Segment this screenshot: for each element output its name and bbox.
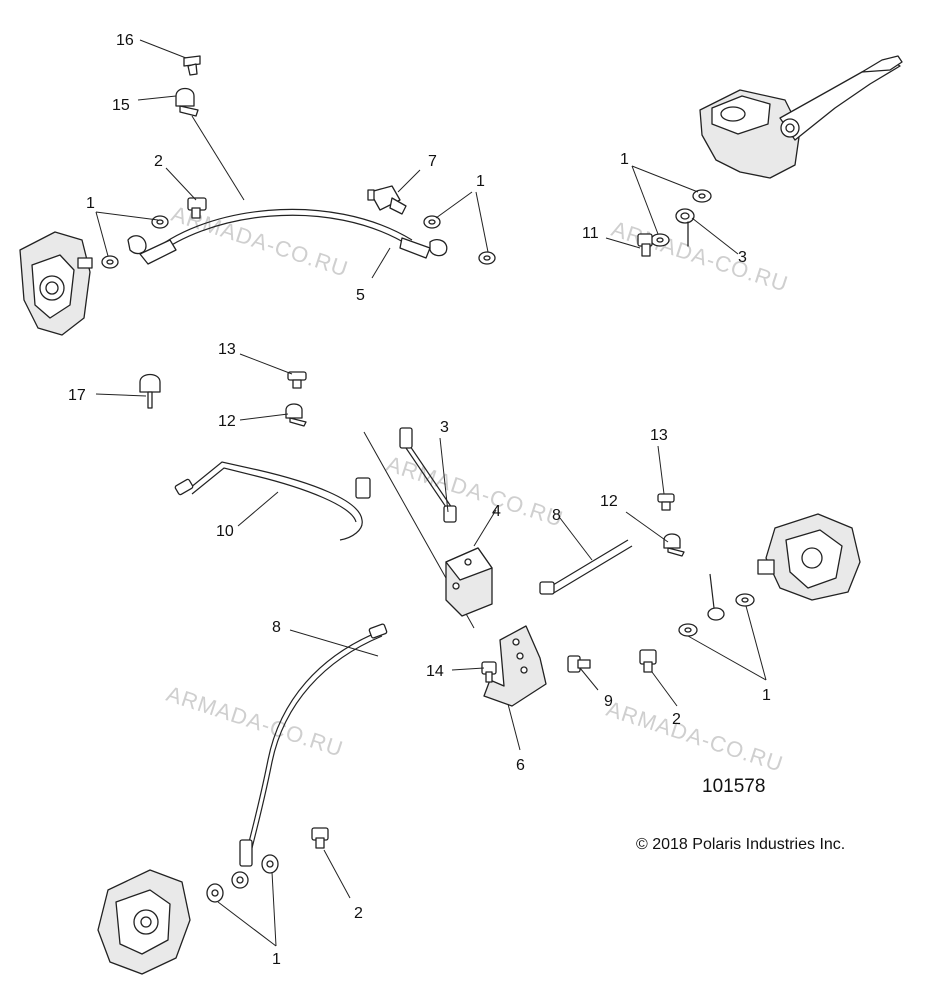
screw-13-right (657, 493, 675, 511)
clamp-12-left (285, 403, 307, 427)
callout-16: 16 (116, 32, 134, 49)
callout-1-upper-left: 1 (86, 195, 95, 212)
callout-9: 9 (604, 693, 613, 710)
brake-hose-5 (127, 208, 448, 265)
callout-labels: 16 15 2 1 7 1 5 1 11 3 13 17 12 3 10 4 1… (68, 32, 771, 968)
callout-1-master: 1 (620, 151, 629, 168)
junction-block-4 (445, 547, 493, 617)
rear-right-caliper (757, 513, 861, 601)
callout-14: 14 (426, 663, 444, 680)
watermark-5: ARMADA-CO.RU (603, 696, 786, 777)
switch-7 (367, 185, 407, 215)
clamp-15 (175, 87, 199, 117)
callout-2-right: 2 (672, 711, 681, 728)
rear-left-caliper (97, 869, 191, 975)
banjo-bolt-2-upper (187, 197, 207, 219)
clamp-12-right (663, 533, 685, 557)
banjo-bolt-2-lower (311, 827, 329, 849)
catalog-number: 101578 (702, 776, 765, 797)
brake-line-10 (174, 461, 371, 541)
callout-8-left: 8 (272, 619, 281, 636)
brake-line-3-mid (399, 427, 457, 523)
brake-line-8-right (539, 539, 633, 595)
callout-1-right: 1 (762, 687, 771, 704)
callout-12-right: 12 (600, 493, 618, 510)
callout-10: 10 (216, 523, 234, 540)
callout-17: 17 (68, 387, 86, 404)
callout-2-upper: 2 (154, 153, 163, 170)
callout-3-mid: 3 (440, 419, 449, 436)
callout-8-right: 8 (552, 507, 561, 524)
callout-13-left: 13 (218, 341, 236, 358)
front-left-caliper (19, 231, 93, 336)
watermark-4: ARMADA-CO.RU (163, 681, 346, 762)
clip-16 (183, 55, 201, 76)
brake-line-8-left (239, 623, 388, 867)
callout-7: 7 (428, 153, 437, 170)
banjo-bolt-2-right (639, 649, 657, 673)
banjo-fitting-3-upper (675, 208, 695, 247)
callout-12-left: 12 (218, 413, 236, 430)
callout-11: 11 (582, 225, 599, 242)
callout-1-upper-mid: 1 (476, 173, 485, 190)
watermark-3: ARMADA-CO.RU (383, 451, 566, 532)
banjo-fitting-rear-right (707, 573, 725, 621)
bolt-9 (567, 655, 591, 673)
bolt-14 (481, 661, 497, 683)
clamp-17 (139, 373, 161, 409)
watermark-2: ARMADA-CO.RU (608, 216, 791, 297)
screw-13-left (287, 371, 307, 389)
washers-1-upper-mid (423, 215, 496, 265)
banjo-fitting-rear-left (231, 871, 249, 889)
washers-1-upper-left (101, 215, 169, 269)
copyright-notice: © 2018 Polaris Industries Inc. (636, 836, 845, 853)
watermarks: ARMADA-CO.RU ARMADA-CO.RU ARMADA-CO.RU A… (163, 201, 791, 777)
leader-lines (95, 39, 767, 947)
callout-6: 6 (516, 757, 525, 774)
callout-15: 15 (112, 97, 130, 114)
mount-bracket-6 (483, 625, 547, 707)
master-cylinder (699, 55, 903, 179)
callout-1-lower: 1 (272, 951, 281, 968)
callout-2-lower: 2 (354, 905, 363, 922)
callout-5: 5 (356, 287, 365, 304)
callout-13-right: 13 (650, 427, 668, 444)
banjo-bolt-11 (637, 233, 653, 257)
callout-4: 4 (492, 503, 501, 520)
callout-3-upper: 3 (738, 249, 747, 266)
washers-1-lower (206, 854, 279, 903)
